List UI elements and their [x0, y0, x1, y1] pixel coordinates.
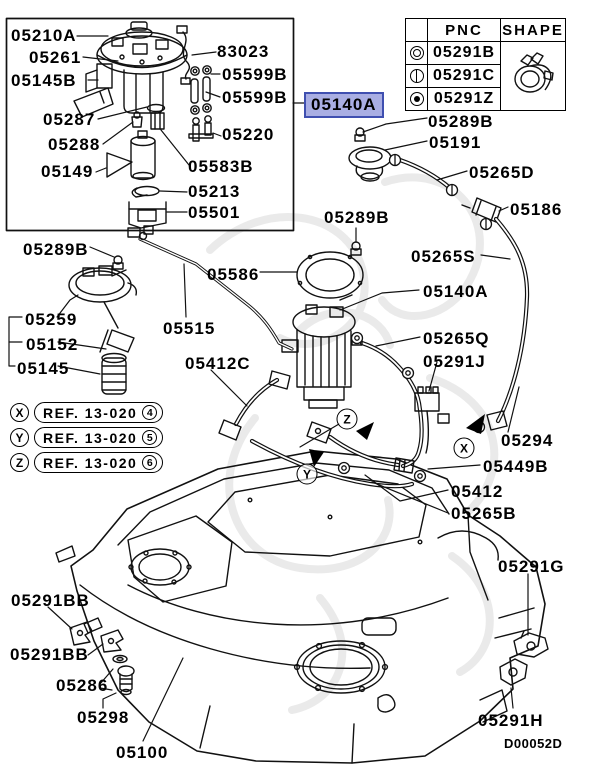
- pnc-row: 05291B: [405, 41, 566, 111]
- circle-vertical-bar-icon: [409, 69, 424, 83]
- part-label-05288: 05288: [48, 135, 101, 154]
- part-label-05100: 05100: [116, 743, 169, 762]
- part-label-05149: 05149: [41, 162, 94, 181]
- circled-number: 4: [142, 405, 158, 420]
- shape-cell: [500, 41, 566, 111]
- part-label-05265Q: 05265Q: [423, 329, 490, 348]
- pump-assembly-box: [5, 17, 307, 232]
- part-label-05289B: 05289B: [324, 208, 390, 227]
- part-label-05286: 05286: [56, 676, 109, 695]
- arrow-x: [466, 414, 485, 434]
- part-label-05586: 05586: [207, 265, 260, 284]
- part-label-05265D: 05265D: [469, 163, 535, 182]
- circled-number: 5: [142, 430, 158, 445]
- circle-filled-dot-icon: [409, 92, 424, 106]
- part-label-05583B: 05583B: [188, 157, 254, 176]
- part-label-05191: 05191: [429, 133, 482, 152]
- clamp-symbol-double-circle: [337, 331, 427, 483]
- part-label-05140A: 05140A: [423, 282, 489, 301]
- part-label-05412: 05412: [451, 482, 504, 501]
- part-label-05265B: 05265B: [451, 504, 517, 523]
- ref-box: REF. 13-020 5: [34, 427, 164, 448]
- arrow-z: [356, 422, 374, 440]
- part-label-05412C: 05412C: [185, 354, 251, 373]
- right-side-clamps: [499, 573, 549, 709]
- bottom-parts: [47, 606, 184, 742]
- part-label-05294: 05294: [501, 431, 554, 450]
- part-label-05186: 05186: [510, 200, 563, 219]
- diagram-marker-X: X: [453, 437, 475, 459]
- ref-text: REF. 13-020: [43, 454, 138, 471]
- part-label-05152: 05152: [26, 335, 79, 354]
- part-label-05289B: 05289B: [428, 112, 494, 131]
- part-label-05145: 05145: [17, 359, 70, 378]
- ref-box: REF. 13-020 6: [34, 452, 164, 473]
- symbol-column-header: [405, 18, 428, 42]
- diagram-marker-Y: Y: [296, 463, 318, 485]
- part-label-05599B: 05599B: [222, 88, 288, 107]
- doc-code: D00052D: [504, 736, 563, 751]
- part-label-05140A-selected[interactable]: 05140A: [304, 92, 384, 118]
- ref-note-z: Z REF. 13-020 6: [10, 452, 164, 473]
- pnc-cell[interactable]: 05291C: [427, 64, 501, 88]
- part-label-05291G: 05291G: [498, 557, 565, 576]
- marker-y-legend: Y: [10, 428, 29, 447]
- pnc-row: 05291Z: [405, 87, 566, 111]
- part-label-05291BB: 05291BB: [11, 591, 90, 610]
- ref-box: REF. 13-020 4: [34, 402, 164, 423]
- pump-module-middle: [259, 227, 420, 409]
- part-label-05145B: 05145B: [11, 71, 77, 90]
- arrow-y: [309, 449, 324, 467]
- shape-column-header: SHAPE: [500, 18, 566, 42]
- part-label-05289B: 05289B: [23, 240, 89, 259]
- ref-text: REF. 13-020: [43, 429, 138, 446]
- fuel-pipes-and-hoses: [127, 225, 481, 514]
- pnc-table: PNC SHAPE 05291B: [405, 18, 566, 111]
- diagram-marker-Z: Z: [336, 408, 358, 430]
- part-label-05291BB: 05291BB: [10, 645, 89, 664]
- part-label-05599B: 05599B: [222, 65, 288, 84]
- part-label-05291J: 05291J: [423, 352, 486, 371]
- circled-number: 6: [142, 455, 158, 470]
- part-label-05515: 05515: [163, 319, 216, 338]
- pnc-cell[interactable]: 05291B: [427, 41, 501, 65]
- ref-note-y: Y REF. 13-020 5: [10, 427, 164, 448]
- part-label-05259: 05259: [25, 310, 78, 329]
- part-label-05501: 05501: [188, 203, 241, 222]
- part-label-05287: 05287: [43, 110, 96, 129]
- hose-clamp-icon: [514, 52, 554, 93]
- part-label-05265S: 05265S: [411, 247, 476, 266]
- ref-note-x: X REF. 13-020 4: [10, 402, 164, 423]
- ref-text: REF. 13-020: [43, 404, 138, 421]
- part-label-05261: 05261: [29, 48, 82, 67]
- double-circle-icon: [409, 46, 424, 60]
- filler-cap-and-vent-hoses: [348, 117, 530, 434]
- marker-x-legend: X: [10, 403, 29, 422]
- part-label-05220: 05220: [222, 125, 275, 144]
- pnc-column-header: PNC: [427, 18, 501, 42]
- pnc-cell[interactable]: 05291Z: [427, 87, 501, 111]
- part-label-05291H: 05291H: [478, 711, 544, 730]
- sender-assembly-left: [8, 246, 138, 395]
- part-label-05210A: 05210A: [11, 26, 77, 45]
- part-label-05298: 05298: [77, 708, 130, 727]
- part-label-05213: 05213: [188, 182, 241, 201]
- part-label-05449B: 05449B: [483, 457, 549, 476]
- marker-z-legend: Z: [10, 453, 29, 472]
- watermark-pattern: [206, 173, 499, 714]
- part-label-83023: 83023: [217, 42, 270, 61]
